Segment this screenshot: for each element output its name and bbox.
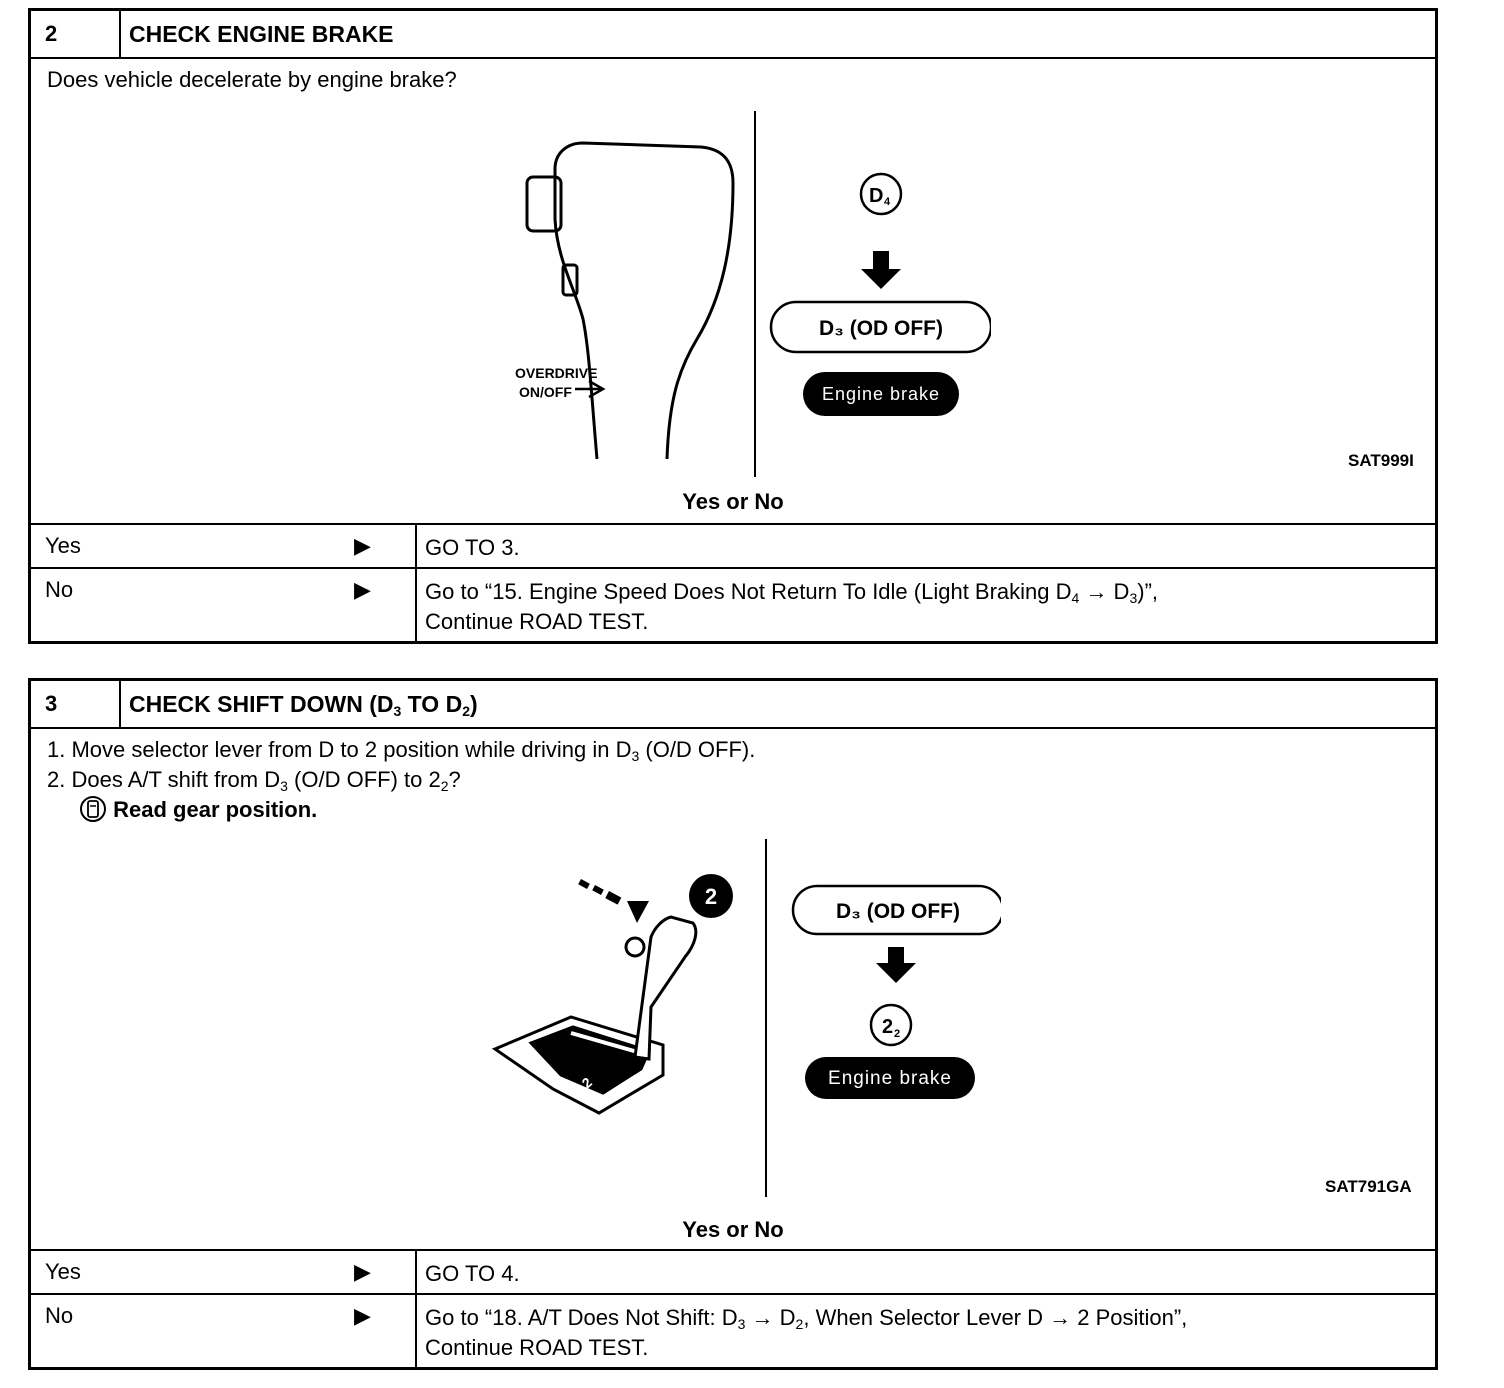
engine-brake-badge: Engine brake bbox=[803, 372, 959, 416]
shift-down-figure: 2 2 D₃ (OD OFF) 2 2 bbox=[491, 839, 1001, 1197]
svg-text:4: 4 bbox=[884, 196, 891, 208]
yes-action: GO TO 4. bbox=[415, 1251, 1435, 1295]
step-header: 2 CHECK ENGINE BRAKE bbox=[31, 11, 1435, 59]
step-title: CHECK SHIFT DOWN (D3 TO D2) bbox=[129, 691, 478, 719]
instruction-3: Read gear position. bbox=[79, 795, 317, 825]
selector-lever-illustration bbox=[491, 915, 698, 1115]
svg-text:D₃ (OD OFF): D₃ (OD OFF) bbox=[836, 900, 960, 923]
no-label: No bbox=[45, 577, 74, 602]
arrow-right-icon: ▶ bbox=[354, 577, 371, 602]
no-action: Go to “18. A/T Does Not Shift: D3 → D2, … bbox=[415, 1295, 1435, 1367]
gear-d3-od-off-pill: D₃ (OD OFF) bbox=[769, 300, 991, 354]
no-action: Go to “15. Engine Speed Does Not Return … bbox=[415, 569, 1435, 641]
figure-code: SAT999I bbox=[1348, 451, 1414, 470]
overdrive-label: OVERDRIVE bbox=[515, 365, 597, 381]
step-number: 2 bbox=[31, 11, 121, 57]
svg-text:Engine brake: Engine brake bbox=[828, 1068, 952, 1089]
yes-label: Yes bbox=[45, 1259, 81, 1284]
motion-arrow-icon bbox=[578, 879, 649, 923]
figure-code: SAT791GA bbox=[1325, 1177, 1412, 1196]
yes-label: Yes bbox=[45, 533, 81, 558]
step-3-block: 3 CHECK SHIFT DOWN (D3 TO D2) 1. Move se… bbox=[28, 678, 1438, 1370]
down-arrow-icon bbox=[861, 251, 901, 289]
shift-knob-illustration bbox=[525, 141, 735, 460]
yes-row: Yes ▶ GO TO 3. bbox=[31, 523, 1435, 569]
arrow-right-icon: ▶ bbox=[354, 1259, 371, 1284]
svg-text:2: 2 bbox=[894, 1028, 900, 1040]
gear-d4-marker: D 4 bbox=[859, 172, 903, 216]
arrow-right-icon: ▶ bbox=[354, 1303, 371, 1328]
step-question: Does vehicle decelerate by engine brake? bbox=[47, 67, 457, 92]
yes-or-no-label: Yes or No bbox=[682, 1217, 784, 1242]
position-2-badge: 2 bbox=[689, 874, 733, 918]
svg-text:Engine brake: Engine brake bbox=[822, 384, 940, 404]
yes-row: Yes ▶ GO TO 4. bbox=[31, 1249, 1435, 1295]
step-number: 3 bbox=[31, 681, 121, 727]
svg-text:D₃ (OD OFF): D₃ (OD OFF) bbox=[819, 317, 943, 340]
no-label: No bbox=[45, 1303, 74, 1328]
gear-2-2-marker: 2 2 bbox=[869, 1003, 913, 1047]
svg-text:2: 2 bbox=[705, 884, 717, 909]
yes-or-no-label: Yes or No bbox=[682, 489, 784, 514]
yes-action: GO TO 3. bbox=[415, 525, 1435, 569]
step-header: 3 CHECK SHIFT DOWN (D3 TO D2) bbox=[31, 681, 1435, 729]
svg-text:D: D bbox=[869, 185, 883, 207]
svg-text:2: 2 bbox=[882, 1016, 893, 1038]
instruction-1: 1. Move selector lever from D to 2 posit… bbox=[47, 737, 756, 764]
step-2-block: 2 CHECK ENGINE BRAKE Does vehicle decele… bbox=[28, 8, 1438, 644]
instruction-2: 2. Does A/T shift from D3 (O/D OFF) to 2… bbox=[47, 767, 461, 794]
arrow-right-icon: ▶ bbox=[354, 533, 371, 558]
engine-brake-badge: Engine brake bbox=[805, 1057, 975, 1099]
gear-d3-od-off-pill: D₃ (OD OFF) bbox=[791, 884, 1001, 936]
engine-brake-figure: OVERDRIVE ON/OFF D 4 D₃ (OD OFF) Engine … bbox=[515, 111, 991, 477]
consult-tool-icon bbox=[80, 796, 106, 822]
overdrive-onoff-label: ON/OFF bbox=[519, 384, 572, 400]
step-title: CHECK ENGINE BRAKE bbox=[129, 21, 394, 47]
no-row: No ▶ Go to “18. A/T Does Not Shift: D3 →… bbox=[31, 1293, 1435, 1367]
down-arrow-icon bbox=[876, 947, 916, 983]
no-row: No ▶ Go to “15. Engine Speed Does Not Re… bbox=[31, 567, 1435, 641]
